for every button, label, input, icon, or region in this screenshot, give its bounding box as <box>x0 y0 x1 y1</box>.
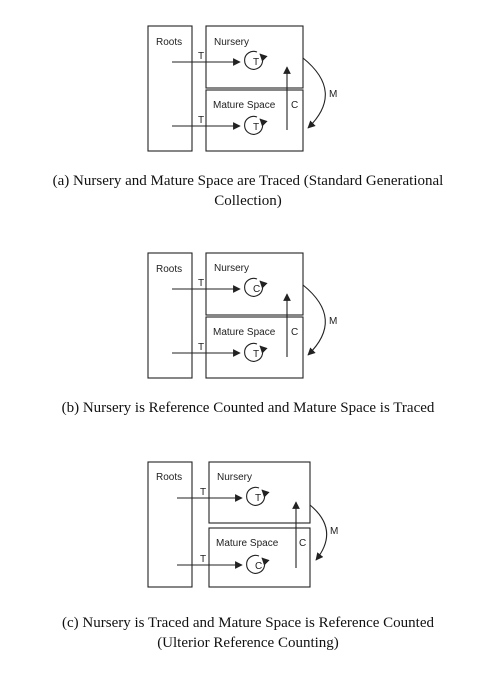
caption-a-line-2: Collection) <box>214 193 282 209</box>
mature-cycle-icon <box>246 554 270 574</box>
caption-b-line-1: (b) Nursery is Reference Counted and Mat… <box>62 400 435 416</box>
roots-to-mature-label: T <box>198 115 204 126</box>
roots-label: Roots <box>156 472 182 483</box>
panel-a: Roots Nursery Mature Space T T T T C M (… <box>53 25 444 209</box>
caption-a-line-1: (a) Nursery and Mature Space are Traced … <box>53 173 444 189</box>
mature-cycle-icon <box>244 342 268 362</box>
nursery-op-label: T <box>255 493 261 504</box>
promotion-arrow <box>302 57 326 129</box>
mature-space-label: Mature Space <box>216 538 279 549</box>
roots-to-nursery-label: T <box>198 278 204 289</box>
nursery-label: Nursery <box>214 37 249 48</box>
promotion-label: M <box>329 316 337 327</box>
promotion-arrow <box>309 504 328 561</box>
mature-space-label: Mature Space <box>213 327 276 338</box>
caption-c-line-1: (c) Nursery is Traced and Mature Space i… <box>62 615 434 631</box>
mature-op-label: T <box>253 349 259 360</box>
nursery-op-label: T <box>253 57 259 68</box>
panel-c: Roots Nursery Mature Space T T T C C M (… <box>62 461 434 651</box>
mature-space-box <box>205 89 304 152</box>
mature-space-box <box>208 527 311 588</box>
promotion-label: M <box>330 526 338 537</box>
roots-to-mature-label: T <box>200 554 206 565</box>
roots-box <box>147 461 193 588</box>
mature-op-label: C <box>255 561 262 572</box>
mature-to-nursery-label: C <box>291 327 298 338</box>
panel-b: Roots Nursery Mature Space T T C T C M (… <box>62 252 435 416</box>
mature-cycle-icon <box>244 115 268 135</box>
nursery-label: Nursery <box>214 263 249 274</box>
mature-to-nursery-label: C <box>299 538 306 549</box>
nursery-cycle-icon <box>244 277 268 297</box>
nursery-label: Nursery <box>217 472 252 483</box>
roots-to-nursery-label: T <box>200 487 206 498</box>
nursery-box <box>205 25 304 89</box>
nursery-op-label: C <box>253 284 260 295</box>
roots-label: Roots <box>156 37 182 48</box>
roots-to-mature-label: T <box>198 342 204 353</box>
mature-op-label: T <box>253 122 259 133</box>
roots-to-nursery-label: T <box>198 51 204 62</box>
mature-space-box <box>205 316 304 379</box>
mature-space-label: Mature Space <box>213 100 276 111</box>
nursery-box <box>205 252 304 316</box>
nursery-box <box>208 461 311 524</box>
roots-box <box>147 25 193 152</box>
nursery-cycle-icon <box>244 50 268 70</box>
caption-c-line-2: (Ulterior Reference Counting) <box>157 635 339 651</box>
nursery-cycle-icon <box>246 486 270 506</box>
roots-label: Roots <box>156 264 182 275</box>
roots-box <box>147 252 193 379</box>
mature-to-nursery-label: C <box>291 100 298 111</box>
promotion-arrow <box>302 284 326 356</box>
promotion-label: M <box>329 89 337 100</box>
